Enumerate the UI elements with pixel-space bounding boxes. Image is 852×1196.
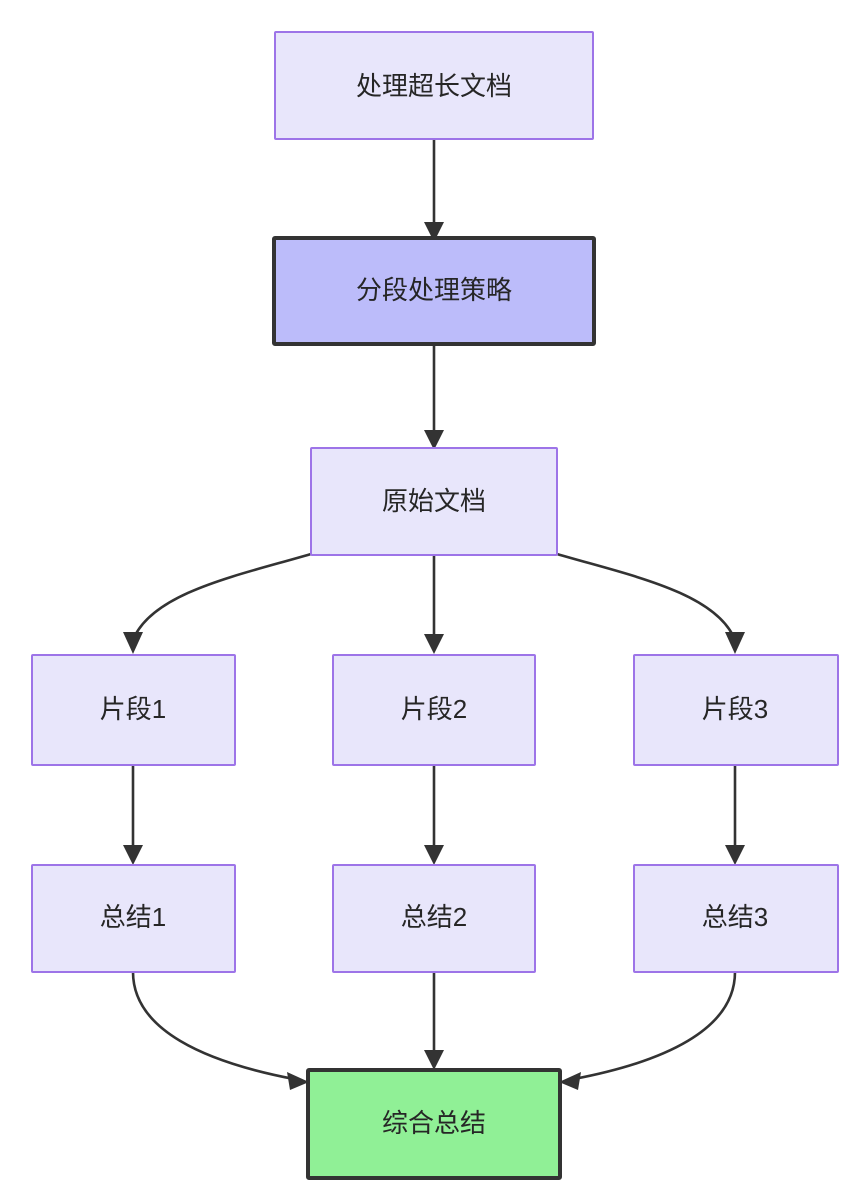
edge-layer bbox=[123, 139, 745, 1090]
node-chuli-chaochang-wendang[interactable]: 处理超长文档 bbox=[274, 31, 594, 140]
node-label: 分段处理策略 bbox=[356, 275, 512, 305]
edge-zongJie3-to-zongHeZongJie bbox=[559, 971, 737, 1090]
node-box[interactable] bbox=[633, 864, 839, 973]
node-box[interactable] bbox=[306, 1068, 562, 1180]
node-pianduan-2[interactable]: 片段2 bbox=[332, 654, 536, 766]
node-pianduan-1[interactable]: 片段1 bbox=[31, 654, 236, 766]
node-zongjie-2[interactable]: 总结2 bbox=[332, 864, 536, 973]
node-pianduan-3[interactable]: 片段3 bbox=[633, 654, 839, 766]
node-box[interactable] bbox=[332, 864, 536, 973]
edge-fenDuanCeLue-to-yuanShiWenDang bbox=[424, 346, 444, 450]
node-box[interactable] bbox=[274, 31, 594, 140]
edge-yuanShiWenDang-to-pianDuan1 bbox=[123, 552, 312, 654]
node-box[interactable] bbox=[31, 864, 236, 973]
node-box[interactable] bbox=[332, 654, 536, 766]
node-yuanshi-wendang[interactable]: 原始文档 bbox=[310, 447, 558, 556]
edge-yuanShiWenDang-to-pianDuan3 bbox=[556, 552, 745, 654]
node-label: 片段3 bbox=[702, 694, 768, 724]
node-label: 综合总结 bbox=[382, 1108, 486, 1138]
node-label: 总结3 bbox=[702, 902, 768, 932]
node-box[interactable] bbox=[633, 654, 839, 766]
edge-pianDuan2-to-zongJie2 bbox=[424, 765, 444, 865]
edge-yuanShiWenDang-to-pianDuan2 bbox=[424, 555, 444, 654]
node-label: 原始文档 bbox=[382, 486, 486, 516]
node-label: 总结1 bbox=[100, 902, 166, 932]
node-zongjie-1[interactable]: 总结1 bbox=[31, 864, 236, 973]
node-fenduan-chuli-celue[interactable]: 分段处理策略 bbox=[272, 236, 596, 346]
node-label: 片段1 bbox=[100, 694, 166, 724]
node-box[interactable] bbox=[310, 447, 558, 556]
node-box[interactable] bbox=[272, 236, 596, 346]
node-zongjie-3[interactable]: 总结3 bbox=[633, 864, 839, 973]
node-zonghe-zongjie[interactable]: 综合总结 bbox=[306, 1068, 562, 1180]
node-label: 总结2 bbox=[401, 902, 467, 932]
edge-pianDuan3-to-zongJie3 bbox=[725, 765, 745, 865]
edge-chaoChangWenDang-to-fenDuanCeLue bbox=[424, 139, 444, 242]
node-layer: 处理超长文档 分段处理策略 原始文档 片段1 片段2 片段3 bbox=[31, 31, 839, 1180]
edge-zongJie2-to-zongHeZongJie bbox=[424, 972, 444, 1070]
edge-pianDuan1-to-zongJie1 bbox=[123, 765, 143, 865]
node-box[interactable] bbox=[31, 654, 236, 766]
node-label: 处理超长文档 bbox=[356, 71, 512, 101]
node-label: 片段2 bbox=[401, 694, 467, 724]
edge-zongJie1-to-zongHeZongJie bbox=[131, 971, 309, 1090]
